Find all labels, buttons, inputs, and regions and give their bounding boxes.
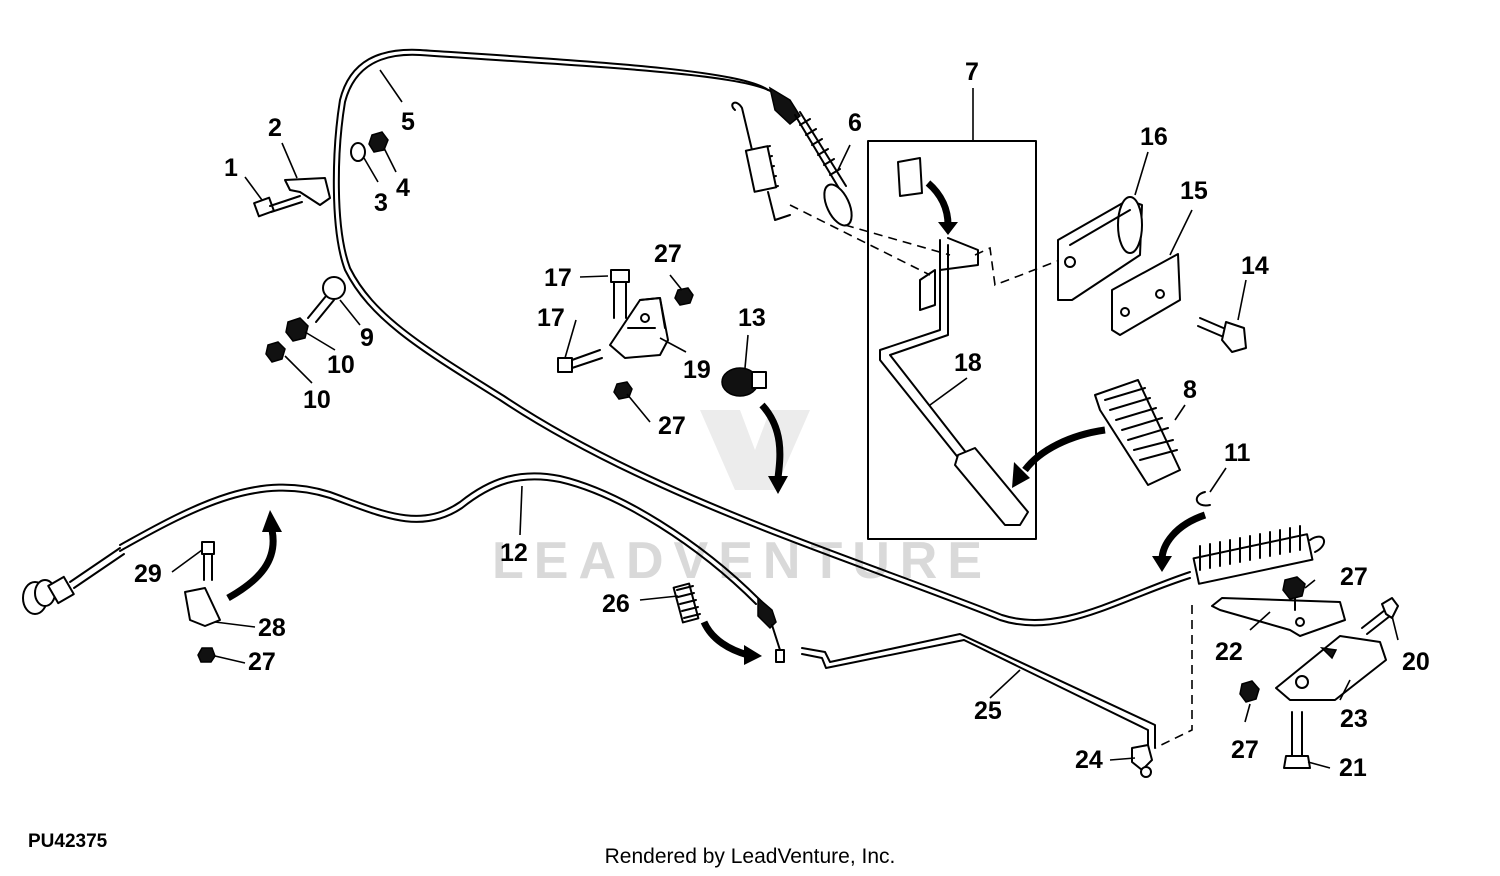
callout-20: 20: [1402, 648, 1430, 676]
dash-cable-to-pedal: [789, 204, 931, 276]
callout-27-left: 27: [248, 648, 276, 676]
callout-21: 21: [1339, 754, 1367, 782]
watermark-text: LEADVENTURE: [492, 532, 992, 590]
spring-lower: [1192, 525, 1325, 585]
clip-11: [1195, 491, 1211, 507]
callout-18: 18: [954, 349, 982, 377]
dash-eye-to-pedal: [844, 224, 951, 256]
watermark: LEADVENTURE: [492, 410, 992, 590]
callout-1: 1: [224, 154, 238, 182]
nut-10-upper: [285, 317, 309, 342]
washer-3: [350, 142, 366, 162]
callout-3: 3: [374, 189, 388, 217]
callout-11: 11: [1224, 439, 1251, 467]
bolt-17-lower: [557, 349, 603, 373]
callout-27-right-upper: 27: [1340, 563, 1368, 591]
pivot-bracket-16: [1057, 196, 1143, 301]
nut-4: [368, 131, 389, 153]
pedal-pad-8: [1094, 379, 1181, 486]
knob-13: [721, 367, 767, 397]
bolt-1: [253, 195, 303, 218]
spring-26: [672, 582, 701, 624]
callout-13: 13: [738, 304, 766, 332]
callout-4: 4: [396, 174, 410, 202]
nut-27-bracket-top: [674, 287, 694, 306]
callout-17-lower: 17: [537, 304, 565, 332]
spring-6: [731, 101, 791, 221]
callout-23: 23: [1340, 705, 1368, 733]
dash-plate-22-down: [1154, 605, 1193, 749]
callout-29: 29: [134, 560, 162, 588]
callout-10-upper: 10: [327, 351, 355, 379]
callout-2: 2: [268, 114, 282, 142]
callout-9: 9: [360, 324, 374, 352]
cable-12: [22, 472, 785, 663]
pedal-assembly-box-7: [867, 88, 1037, 540]
rod-25: [801, 633, 1156, 751]
callout-24: 24: [1075, 746, 1103, 774]
callout-19: 19: [683, 356, 711, 384]
callout-26: 26: [602, 590, 630, 618]
bolt-9: [307, 276, 346, 323]
bolt-14: [1197, 317, 1247, 353]
callout-27-right-lower: 27: [1231, 736, 1259, 764]
callout-15: 15: [1180, 177, 1208, 205]
callout-16: 16: [1140, 123, 1168, 151]
callout-25: 25: [974, 697, 1002, 725]
cable-5: [332, 48, 1191, 627]
clip-2: [284, 177, 331, 206]
bracket-19: [609, 297, 669, 359]
callout-27-bracket-bottom: 27: [658, 412, 686, 440]
figure-id: PU42375: [28, 831, 108, 852]
callout-28: 28: [258, 614, 286, 642]
callout-8: 8: [1183, 376, 1197, 404]
nut-27-right-lower: [1239, 680, 1260, 703]
callout-12: 12: [500, 539, 528, 567]
callouts: 1 2 3 4 5 6 7 8 9 10 10 11 12 13 14 15 1…: [134, 58, 1430, 782]
plate-15: [1111, 253, 1181, 336]
bolt-29: [201, 541, 215, 581]
bracket-28: [184, 587, 221, 627]
credit-line: Rendered by LeadVenture, Inc.: [604, 845, 896, 868]
callout-5: 5: [401, 108, 415, 136]
nut-10-lower: [265, 341, 286, 363]
nut-27-left: [197, 647, 216, 663]
bolt-17-upper: [610, 269, 630, 319]
callout-17-upper: 17: [544, 264, 572, 292]
dash-pedal-to-bracket: [974, 246, 1061, 287]
bolt-20: [1361, 597, 1399, 635]
nut-27-right-upper: [1282, 576, 1306, 611]
callout-10-lower: 10: [303, 386, 331, 414]
plate-23: [1275, 635, 1387, 701]
clip-24: [1131, 744, 1153, 778]
plate-22: [1211, 597, 1346, 637]
callout-14: 14: [1241, 252, 1269, 280]
callout-22: 22: [1215, 638, 1243, 666]
callout-27-bracket-top: 27: [654, 240, 682, 268]
callout-6: 6: [848, 109, 862, 137]
bolt-21: [1283, 711, 1311, 769]
action-arrows: [226, 180, 1207, 665]
callout-7: 7: [965, 58, 979, 86]
leader-lines: [171, 69, 1399, 769]
